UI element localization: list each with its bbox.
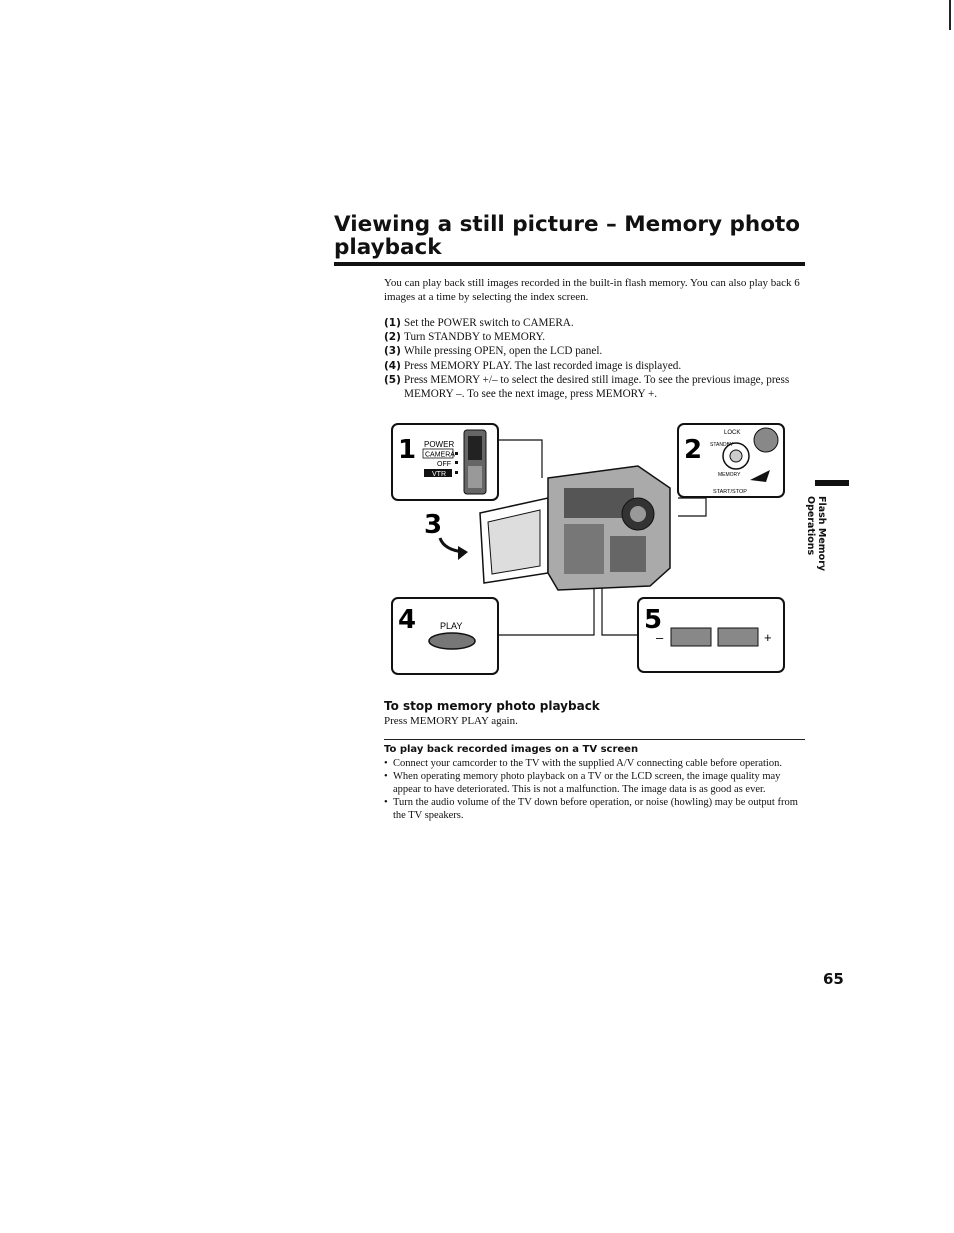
standby-label: STANDBY (710, 442, 734, 448)
plus-label: + (764, 630, 772, 645)
step-3: (3)While pressing OPEN, open the LCD pan… (384, 344, 804, 358)
page-edge-mark (949, 0, 951, 30)
camcorder-illustration: 1 POWER CAMERA OFF VTR 2 LOCK STANDBY ME… (391, 423, 785, 675)
intro-paragraph: You can play back still images recorded … (384, 277, 800, 303)
list-item: When operating memory photo playback on … (384, 770, 804, 796)
step-number: (1) (384, 317, 401, 329)
step-number: (2) (384, 331, 401, 344)
panel-3-number: 3 (424, 510, 442, 540)
arrow-head-icon (458, 546, 468, 560)
panel-1-power-switch: 1 POWER CAMERA OFF VTR (391, 423, 499, 501)
panel-4-play-button: 4 PLAY (391, 597, 499, 675)
tv-notes-list: Connect your camcorder to the TV with th… (384, 757, 804, 822)
power-label: POWER (424, 440, 454, 449)
section-label: Flash Memory Operations (805, 496, 827, 572)
memory-dial-label: MEMORY (718, 472, 741, 478)
step-1: (1)Set the POWER switch to CAMERA. (384, 316, 804, 330)
play-label: PLAY (440, 621, 462, 631)
step-4: (4)Press MEMORY PLAY. The last recorded … (384, 359, 804, 373)
section-tab (815, 480, 849, 486)
note-rule (384, 739, 805, 740)
camera-label: CAMERA (425, 452, 455, 459)
tv-heading: To play back recorded images on a TV scr… (384, 744, 639, 755)
step-text: Press MEMORY +/– to select the desired s… (404, 373, 790, 401)
step-text: Turn STANDBY to MEMORY. (404, 331, 546, 344)
list-item: Connect your camcorder to the TV with th… (384, 757, 804, 770)
panel-1-number: 1 (398, 435, 416, 465)
step-number: (3) (384, 345, 401, 358)
steps-list: (1)Set the POWER switch to CAMERA. (2)Tu… (384, 316, 804, 401)
camcorder-body (479, 465, 671, 591)
panel-2-standby-dial: 2 LOCK STANDBY MEMORY START/STOP (677, 423, 785, 498)
page-title: Viewing a still picture – Memory photo p… (334, 212, 801, 260)
stop-heading: To stop memory photo playback (384, 699, 600, 713)
step-5: (5)Press MEMORY +/– to select the desire… (384, 373, 804, 401)
step-text: Press MEMORY PLAY. The last recorded ima… (404, 359, 682, 372)
step-2: (2)Turn STANDBY to MEMORY. (384, 330, 804, 344)
panel-5-number: 5 (644, 605, 662, 635)
page-number: 65 (823, 970, 844, 988)
panel-5-memory-buttons: 5 – + (637, 597, 785, 673)
title-rule (334, 262, 805, 266)
stop-text: Press MEMORY PLAY again. (384, 715, 518, 727)
step-number: (4) (384, 359, 401, 372)
step-text: While pressing OPEN, open the LCD panel. (404, 345, 603, 358)
start-stop-label: START/STOP (713, 489, 747, 495)
panel-4-number: 4 (398, 605, 416, 635)
panel-2-number: 2 (684, 435, 702, 465)
lock-label: LOCK (724, 430, 740, 436)
step-text: Set the POWER switch to CAMERA. (404, 317, 574, 329)
vtr-label: VTR (432, 471, 446, 478)
step-number: (5) (384, 373, 401, 386)
list-item: Turn the audio volume of the TV down bef… (384, 796, 804, 822)
off-label: OFF (437, 461, 451, 468)
minus-label: – (656, 630, 664, 645)
